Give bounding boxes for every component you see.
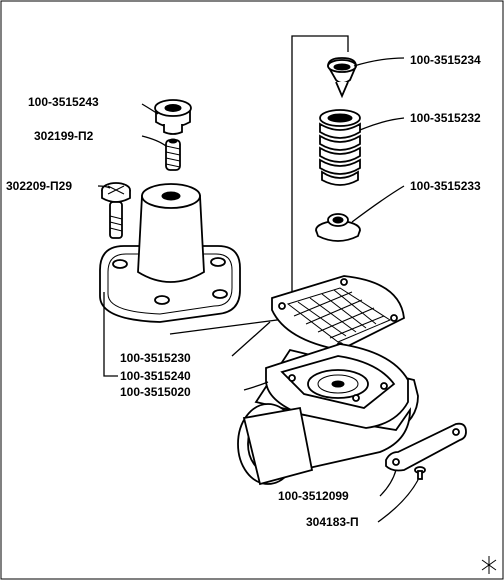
set-screw-part [165,138,181,171]
label-valve-seat: 100-3515233 [410,179,481,193]
valve-body-part [237,343,419,486]
corner-mark-icon [481,556,497,574]
assembly-guide-line [169,35,349,335]
label-spring: 100-3515232 [410,111,481,125]
label-strap: 100-3512099 [278,489,349,503]
label-valve-cap: 100-3515234 [410,53,481,67]
label-rivet: 304183-П [306,515,359,529]
spring-part [319,109,361,186]
label-set-screw: 302199-П2 [34,129,94,143]
bolt-part [101,182,131,239]
label-gasket: 100-3515230 [120,351,191,365]
cover-part [99,183,241,323]
label-body: 100-3515020 [120,385,191,399]
label-bolt: 302209-П29 [6,179,72,193]
leader-lines [97,57,419,523]
label-cover: 100-3515240 [120,369,191,383]
valve-cap-part [327,57,357,99]
strap-part [385,422,467,472]
gasket-part [271,275,405,351]
valve-seat-part [315,213,361,242]
rivet-part [414,466,426,480]
label-plug: 100-3515243 [28,95,99,109]
plug-part [154,99,192,135]
